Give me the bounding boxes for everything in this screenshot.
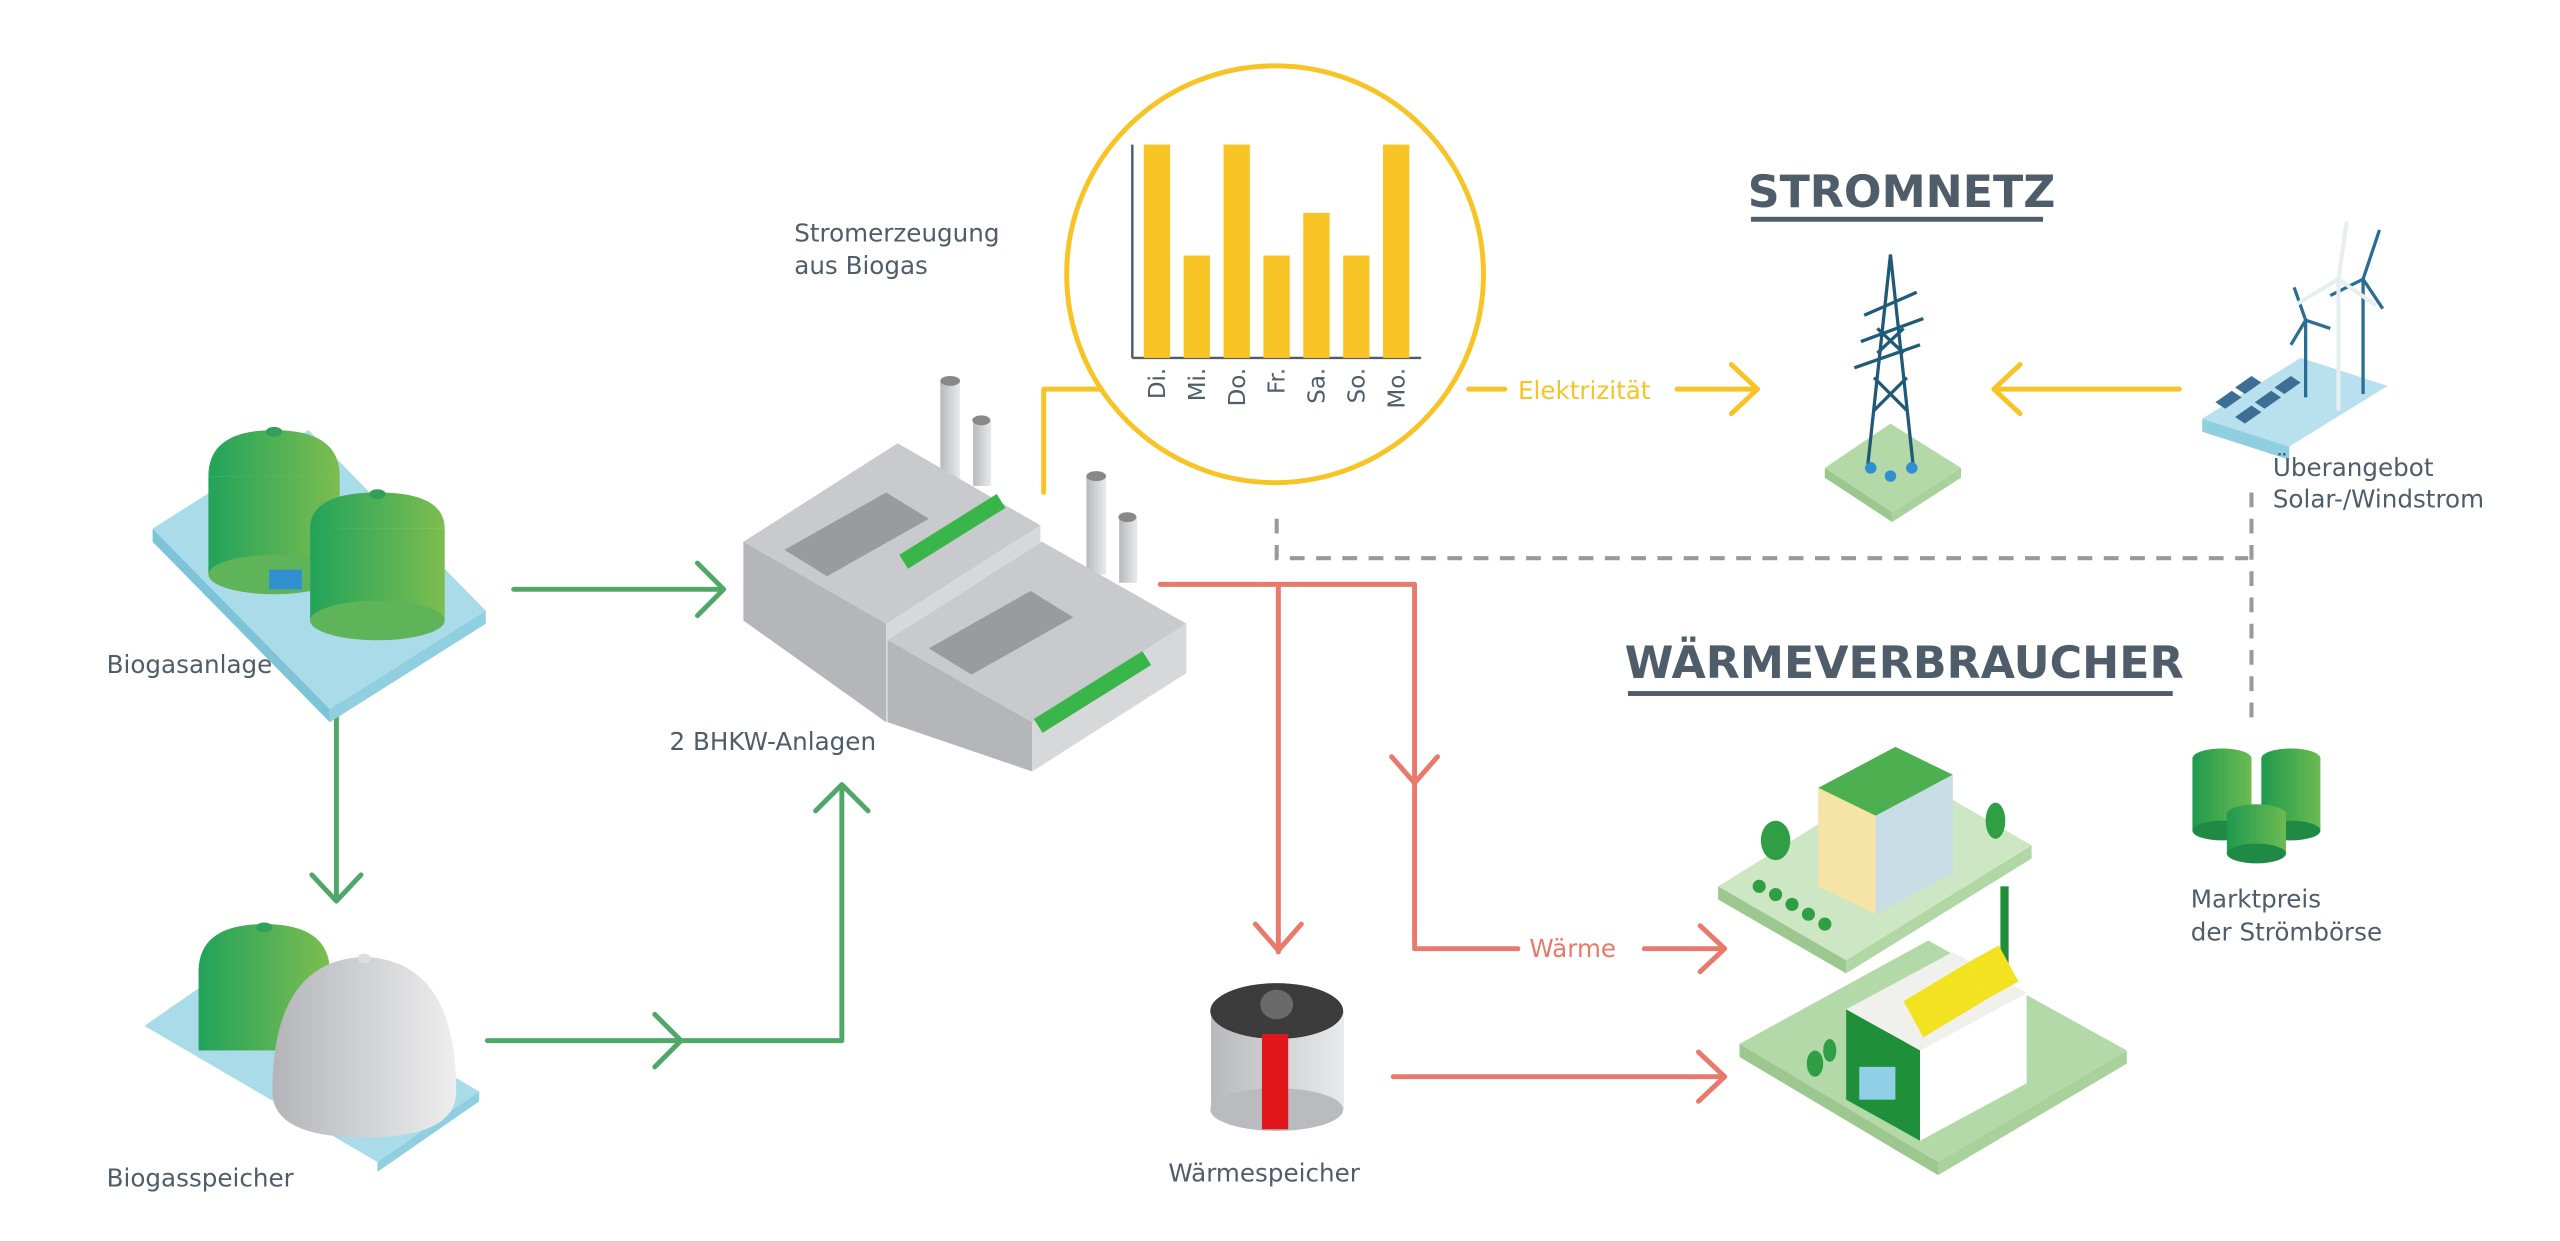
label-stromerzeugung-2: aus Biogas: [794, 251, 928, 280]
heat-flows: [1157, 581, 1728, 1104]
label-waerme: Wärme: [1529, 934, 1616, 963]
biogas-flows: [309, 560, 871, 1070]
wind-turbine-icon: [2289, 229, 2385, 398]
heading-stromnetz-text: STROMNETZ: [1748, 167, 2056, 218]
solar-roof-icon: [1903, 945, 2019, 1038]
label-waermespeicher: Wärmespeicher: [1168, 1159, 1360, 1188]
chart-bar-mo: [1383, 144, 1410, 358]
heat-level-indicator: [1261, 1034, 1289, 1130]
flow-arrow-storage-to-chp: [484, 782, 871, 1070]
tree-icon: [1752, 802, 2006, 931]
electricity-flows: [1041, 362, 2182, 495]
chp-plant-illustration: [743, 375, 1187, 772]
flow-arrow-plant-to-storage: [309, 691, 364, 904]
factory-illustration: [1739, 886, 2127, 1176]
label-ueberangebot-2: Solar-/Windstrom: [2273, 484, 2484, 513]
heat-storage-tank-illustration: [1210, 983, 1344, 1131]
solar-wind-illustration: [2202, 221, 2388, 460]
dashed-line-market: [1274, 518, 2249, 561]
flow-arrow-to-heat-storage: [1252, 581, 1304, 955]
flow-arrow-surplus-to-grid: [1991, 362, 2182, 417]
chart-tick-label: Mi.: [1185, 368, 1211, 402]
platform: [2202, 357, 2388, 447]
label-bhkw-anlagen: 2 BHKW-Anlagen: [670, 727, 877, 756]
label-elektrizitaet: Elektrizität: [1518, 376, 1651, 405]
coin-stacks-icon: [2192, 748, 2321, 864]
chart-bar-mi: [1183, 255, 1210, 358]
label-ueberangebot-1: Überangebot: [2273, 453, 2434, 482]
label-biogasspeicher: Biogasspeicher: [107, 1164, 295, 1193]
gas-storage-dome-icon: [272, 953, 457, 1138]
ground-tile: [1824, 423, 1962, 513]
label-marktpreis-1: Marktpreis: [2191, 885, 2321, 914]
chart-bar-di: [1143, 144, 1171, 358]
tree-icon: [1806, 1038, 1837, 1077]
heading-underline: [1627, 691, 2173, 696]
power-pylon-illustration: [1824, 254, 1962, 523]
label-marktpreis-2: der Strömbörse: [2191, 918, 2382, 947]
market-link: [1274, 492, 2254, 723]
chart-tick-label: Fr.: [1265, 368, 1291, 394]
chart-bar-so: [1343, 255, 1370, 358]
label-biogasanlage: Biogasanlage: [107, 650, 273, 679]
flow-arrow-storage-to-factory: [1390, 1049, 1728, 1104]
flow-arrow-plant-to-chp: [511, 560, 727, 619]
chart-bar-do: [1223, 144, 1250, 358]
heading-stromnetz: STROMNETZ: [1748, 167, 2056, 222]
flow-arrowhead-mid: [1389, 754, 1440, 786]
chp-building-2: [887, 541, 1187, 772]
digester-tank-icon: [310, 489, 445, 641]
chart-tick-label: Sa.: [1305, 368, 1331, 404]
label-stromerzeugung-1: Stromerzeugung: [794, 218, 999, 247]
chart-tick-label: Di.: [1145, 368, 1171, 399]
chart-tick-label: So.: [1345, 368, 1371, 404]
chimney-icon: [2000, 886, 2009, 1002]
biogas-storage-illustration: [144, 922, 480, 1172]
flow-arrow-to-buildings: [1641, 923, 1728, 975]
transmission-tower-icon: [1853, 254, 1924, 469]
residential-building-illustration: [1718, 746, 2032, 974]
power-generation-chart: Di. Mi. Do. Fr. Sa. So. Mo.: [1131, 144, 1422, 409]
chart-tick-label: Do.: [1225, 368, 1251, 407]
biogas-plant-illustration: [152, 426, 486, 723]
flow-arrow-to-grid: [1674, 362, 1760, 417]
chart-tick-label: Mo.: [1384, 368, 1410, 409]
solar-panels: [2215, 375, 2301, 424]
heading-waermeverbraucher-text: WÄRMEVERBRAUCHER: [1625, 636, 2184, 689]
chart-bar-sa: [1303, 212, 1330, 358]
pump-icon: [269, 569, 302, 590]
heading-waermeverbraucher: WÄRMEVERBRAUCHER: [1625, 636, 2184, 696]
flow-line-chp-to-chart: [1041, 386, 1106, 495]
heading-underline: [1750, 216, 2044, 222]
chart-bar-fr: [1263, 255, 1290, 358]
wind-turbine-icon: [2296, 221, 2378, 411]
chimney-icon: [940, 375, 1138, 583]
flow-line-chp-to-consumers: [1157, 581, 1521, 952]
